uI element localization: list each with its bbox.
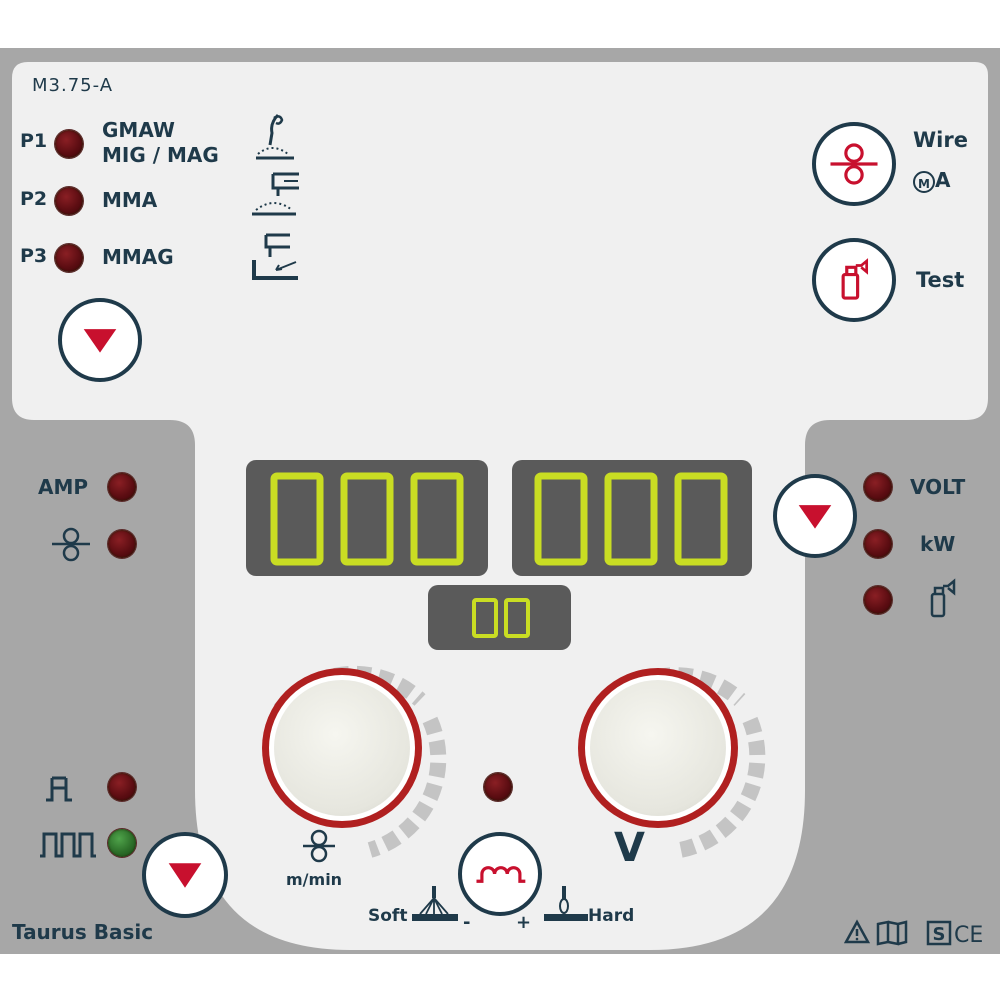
- inductance-coil-icon: [476, 866, 526, 883]
- voltage-knob[interactable]: [578, 668, 738, 828]
- 4t-led: [108, 829, 136, 857]
- voltage-unit: V: [614, 825, 645, 871]
- right-display: 000: [512, 460, 752, 576]
- wire-inch-button[interactable]: [812, 122, 896, 206]
- manual-icon: [876, 920, 908, 946]
- volt-label: VOLT: [910, 475, 966, 499]
- program-p2-id: P2: [20, 188, 48, 210]
- center-led: [484, 773, 512, 801]
- compliance-symbols: S CE: [844, 919, 983, 948]
- gouging-icon: [252, 233, 298, 280]
- wire-speed-knob[interactable]: [262, 668, 422, 828]
- left-display-digits: [270, 472, 464, 566]
- left-display: 000: [246, 460, 488, 576]
- s-mark-icon: S: [926, 920, 952, 946]
- display-select-button[interactable]: [773, 474, 857, 558]
- warning-icon: [844, 919, 871, 944]
- right-display-digits: [534, 472, 728, 566]
- volt-led: [864, 473, 892, 501]
- wire-speed-icon: [52, 527, 90, 562]
- model-label: M3.75-A: [32, 75, 114, 96]
- kw-label: kW: [920, 532, 956, 556]
- wire-feed-rollers-icon: [830, 143, 878, 185]
- program-p1-line1: GMAW: [102, 118, 175, 142]
- motor-icon: M: [913, 170, 935, 193]
- triangle-down-icon: [168, 863, 202, 888]
- hard-arc-icon: [544, 886, 588, 921]
- program-p3-name: MMAG: [102, 245, 174, 269]
- soft-arc-icon: [412, 886, 458, 921]
- wire-label: Wire: [913, 128, 968, 152]
- wire-speed-unit: m/min: [286, 870, 343, 889]
- kw-led: [864, 530, 892, 558]
- program-select-button[interactable]: [58, 298, 142, 382]
- product-name: Taurus Basic: [12, 920, 154, 944]
- amp-label: AMP: [38, 475, 89, 499]
- 2t-led: [108, 773, 136, 801]
- program-p2-led: [55, 187, 83, 215]
- program-p1-line2: MIG / MAG: [102, 143, 219, 167]
- gas-cylinder-small-icon: [930, 578, 956, 618]
- wire-speed-led: [108, 530, 136, 558]
- motor-amp-text: A: [935, 168, 951, 192]
- test-label: Test: [916, 268, 965, 292]
- 4t-mode-icon: [40, 832, 96, 858]
- program-p3-led: [55, 244, 83, 272]
- small-display: 00: [428, 585, 571, 650]
- program-p2-name: MMA: [102, 188, 158, 212]
- trigger-mode-button[interactable]: [142, 832, 228, 918]
- plus-label: +: [516, 912, 532, 933]
- wire-speed-icon: [303, 829, 335, 863]
- inductance-button[interactable]: [458, 832, 542, 916]
- program-p1-id: P1: [20, 130, 48, 152]
- ce-mark-icon: CE: [954, 923, 983, 948]
- program-p1-name: GMAW MIG / MAG: [102, 118, 219, 168]
- 2t-mode-icon: [46, 776, 72, 802]
- minus-label: -: [463, 912, 471, 933]
- soft-label: Soft: [368, 906, 408, 926]
- triangle-down-icon: [798, 505, 832, 529]
- program-p3-id: P3: [20, 245, 48, 267]
- gas-led: [864, 586, 892, 614]
- triangle-down-icon: [83, 329, 117, 353]
- amp-led: [108, 473, 136, 501]
- gas-test-button[interactable]: [812, 238, 896, 322]
- mig-torch-icon: [256, 113, 294, 160]
- hard-label: Hard: [588, 906, 635, 926]
- small-display-digits: [472, 598, 530, 638]
- svg-text:CE: CE: [954, 923, 983, 948]
- gas-cylinder-icon: [841, 258, 869, 300]
- svg-text:S: S: [933, 924, 946, 945]
- electrode-holder-icon: [252, 172, 299, 216]
- program-p1-led: [55, 130, 83, 158]
